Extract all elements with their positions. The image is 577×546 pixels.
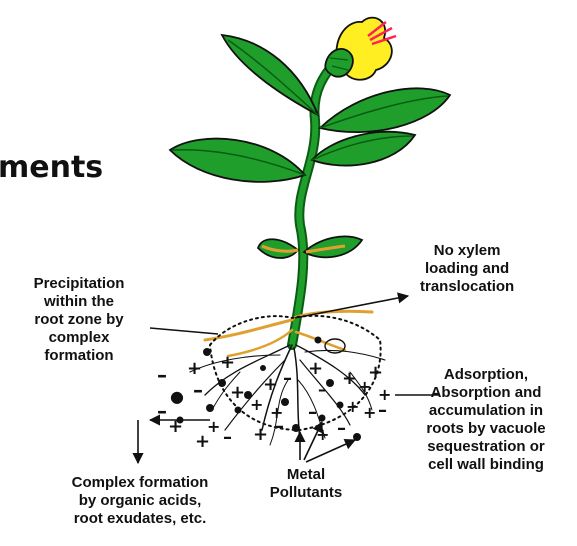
svg-text:+: + (220, 352, 235, 373)
svg-text:+: + (263, 374, 278, 395)
label-metal-pollutants: Metal Pollutants (262, 466, 350, 502)
svg-text:+: + (316, 425, 329, 444)
svg-text:+: + (363, 403, 376, 422)
svg-text:–: – (318, 380, 326, 399)
svg-text:+: + (230, 382, 245, 403)
svg-text:+: + (195, 431, 210, 452)
svg-text:+: + (346, 397, 359, 416)
svg-text:–: – (283, 368, 292, 389)
flower-icon (325, 18, 396, 80)
svg-text:–: – (275, 416, 284, 437)
svg-text:–: – (223, 427, 232, 448)
leaf-right-middle (312, 132, 415, 166)
leaf-top-left (222, 35, 318, 115)
svg-text:+: + (368, 362, 383, 383)
svg-text:–: – (378, 400, 387, 421)
svg-text:●: ● (170, 387, 184, 406)
label-adsorption: Adsorption, Absorption and accumulation … (396, 366, 576, 474)
label-no-xylem: No xylem loading and translocation (420, 242, 514, 296)
svg-text:+: + (250, 395, 263, 414)
svg-text:+: + (187, 358, 202, 379)
svg-text:+: + (168, 416, 183, 437)
leaf-left-middle (170, 139, 305, 182)
svg-text:+: + (253, 424, 268, 445)
label-complex-formation: Complex formation by organic acids, root… (40, 474, 240, 528)
leaf-lower-left (258, 239, 298, 258)
svg-text:–: – (337, 418, 346, 439)
leaf-right-upper (320, 88, 450, 132)
label-precipitation: Precipitation within the root zone by co… (4, 275, 154, 365)
svg-text:–: – (157, 363, 167, 387)
svg-text:–: – (308, 402, 317, 423)
svg-text:+: + (342, 368, 357, 389)
svg-text:+: + (308, 358, 323, 379)
svg-text:–: – (193, 378, 203, 402)
